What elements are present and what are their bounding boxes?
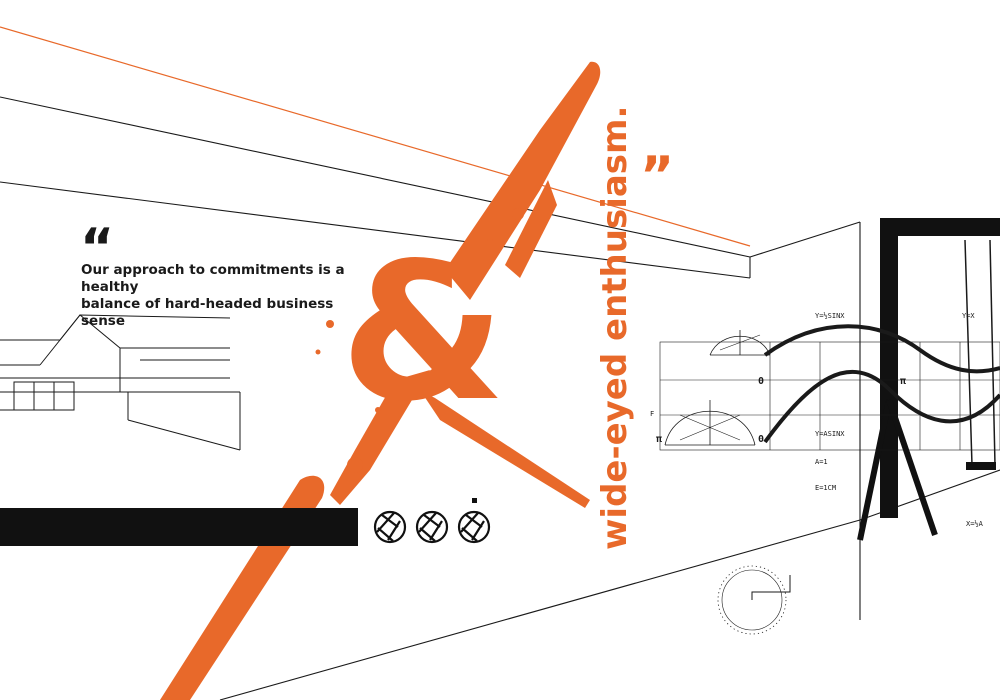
quote-text: Our approach to commitments is a healthy… bbox=[81, 262, 381, 330]
perspective-line-2 bbox=[0, 181, 751, 279]
quote-line-1: Our approach to commitments is a healthy bbox=[81, 262, 345, 295]
black-bar bbox=[0, 508, 358, 546]
floor-line bbox=[219, 519, 861, 700]
aperture-icon bbox=[415, 510, 449, 544]
math-label: Y=X bbox=[962, 312, 975, 320]
math-label: E=1CM bbox=[815, 484, 837, 492]
orange-perspective-line bbox=[0, 26, 751, 247]
close-quote-mark: ” bbox=[640, 146, 674, 206]
ampersand-glyph: & bbox=[340, 222, 506, 443]
aperture-icon bbox=[457, 498, 491, 544]
aperture-icon bbox=[373, 510, 407, 544]
math-label: π bbox=[656, 434, 663, 445]
vertical-phrase: wide-eyed enthusiasm. bbox=[595, 105, 635, 550]
perspective-line-1 bbox=[0, 96, 751, 258]
building-sketch bbox=[0, 314, 241, 451]
math-label: Y=½SINX bbox=[815, 312, 845, 320]
quote-line-2: balance of hard-headed business sense bbox=[81, 296, 334, 329]
wall-top-line bbox=[749, 221, 861, 258]
math-label: F bbox=[650, 410, 655, 418]
math-label: Y=ASINX bbox=[815, 430, 845, 438]
open-quote-mark: “ bbox=[80, 218, 114, 278]
swing-frame bbox=[857, 218, 1000, 541]
sine-graph bbox=[659, 324, 1000, 451]
dial-gauge bbox=[717, 565, 791, 635]
math-label: π bbox=[900, 376, 907, 387]
math-label: X=½A bbox=[966, 520, 983, 528]
math-label: 0 bbox=[758, 376, 765, 387]
math-label: A=1 bbox=[815, 458, 828, 466]
math-label: 0 bbox=[758, 434, 765, 445]
